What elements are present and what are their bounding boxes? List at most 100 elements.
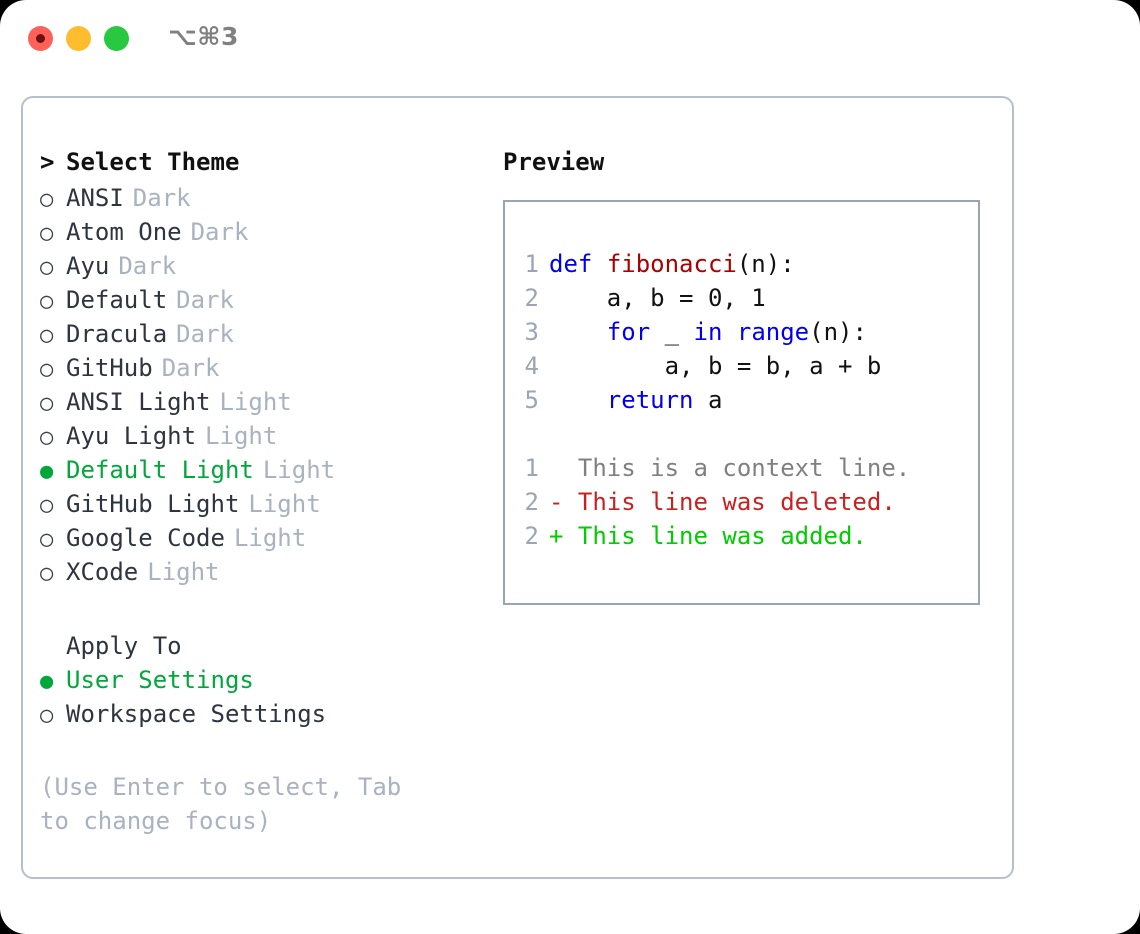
theme-name: ANSI Light — [66, 388, 211, 416]
minimize-button[interactable] — [66, 26, 91, 51]
code-token — [592, 250, 606, 278]
radio-unselected-icon: ○ — [40, 221, 54, 246]
maximize-button[interactable] — [104, 26, 129, 51]
code-token — [549, 386, 607, 414]
code-token: fibonacci — [606, 250, 737, 278]
theme-list-item[interactable]: ○ Atom One Dark — [40, 218, 470, 252]
diff-sample: 1 This is a context line.2- This line wa… — [505, 454, 978, 556]
theme-kind-badge: Dark — [161, 354, 220, 382]
theme-list-item[interactable]: ○ GitHub Dark — [40, 354, 470, 388]
theme-name: Ayu — [66, 252, 110, 280]
theme-name: XCode — [66, 558, 139, 586]
select-theme-label: Select Theme — [66, 148, 240, 176]
theme-name: Atom One — [66, 218, 182, 246]
theme-name: GitHub Light — [66, 490, 240, 518]
hint-text: (Use Enter to select, Tab to change focu… — [40, 773, 402, 835]
apply-to-label: Apply To — [66, 632, 182, 660]
theme-kind-badge: Dark — [190, 218, 249, 246]
theme-kind-badge: Dark — [176, 286, 234, 314]
theme-name: Default — [66, 286, 168, 314]
radio-unselected-icon: ○ — [40, 561, 54, 586]
code-token: (n): — [809, 318, 867, 346]
close-button[interactable] — [28, 26, 53, 51]
code-token: def — [549, 250, 593, 278]
line-number: 4 — [524, 352, 539, 380]
radio-unselected-icon: ○ — [40, 187, 54, 212]
theme-name: GitHub — [66, 354, 153, 382]
select-theme-header: > Select Theme — [40, 148, 470, 182]
diff-line: 1 This is a context line. — [505, 454, 978, 488]
line-number: 2 — [524, 284, 539, 312]
apply-to-option[interactable]: ● User Settings — [40, 666, 470, 700]
theme-list-item[interactable]: ○ Default Dark — [40, 286, 470, 320]
theme-kind-badge: Light — [248, 490, 321, 518]
radio-unselected-icon: ○ — [40, 493, 54, 518]
preview-title: Preview — [503, 148, 605, 176]
code-token: return — [606, 386, 694, 414]
radio-selected-icon: ● — [40, 669, 54, 694]
theme-list-item[interactable]: ○ GitHub Light Light — [40, 490, 470, 524]
radio-selected-icon: ● — [40, 459, 54, 484]
code-token: a — [693, 386, 723, 414]
radio-unselected-icon: ○ — [40, 703, 54, 728]
code-line: 4 a, b = b, a + b — [505, 352, 978, 386]
theme-name: Google Code — [66, 524, 225, 552]
theme-kind-badge: Light — [219, 388, 292, 416]
radio-unselected-icon: ○ — [40, 323, 54, 348]
diff-text: + This line was added. — [549, 522, 867, 550]
code-line: 5 return a — [505, 386, 978, 420]
theme-name: ANSI — [66, 184, 124, 212]
radio-unselected-icon: ○ — [40, 357, 54, 382]
code-token: a, b = b, a + b — [549, 352, 882, 380]
radio-unselected-icon: ○ — [40, 289, 54, 314]
theme-list-item[interactable]: ○ Google Code Light — [40, 524, 470, 558]
theme-kind-badge: Light — [262, 456, 336, 484]
theme-kind-badge: Dark — [176, 320, 234, 348]
line-number: 1 — [524, 454, 539, 482]
code-token — [549, 318, 607, 346]
code-token: in — [693, 318, 723, 346]
code-token — [722, 318, 736, 346]
theme-kind-badge: Dark — [118, 252, 177, 280]
radio-unselected-icon: ○ — [40, 425, 54, 450]
apply-to-option[interactable]: ○ Workspace Settings — [40, 700, 470, 734]
line-number: 1 — [524, 250, 539, 278]
theme-kind-badge: Light — [233, 524, 307, 552]
theme-list-item[interactable]: ○ XCode Light — [40, 558, 470, 592]
title-bar: ⌥⌘3 — [0, 0, 1140, 76]
diff-line: 2 + This line was added. — [505, 522, 978, 556]
line-number: 3 — [524, 318, 539, 346]
theme-list-item[interactable]: ○ Ayu Dark — [40, 252, 470, 286]
diff-text: This is a context line. — [549, 454, 911, 482]
theme-kind-badge: Light — [147, 558, 220, 586]
code-line: 1 def fibonacci(n): — [505, 250, 978, 284]
code-diff-separator — [505, 420, 978, 454]
line-number: 2 — [524, 522, 539, 550]
apply-to-section: Apply To ● User Settings ○ Workspace Settin… — [40, 632, 470, 734]
radio-unselected-icon: ○ — [40, 527, 54, 552]
apply-to-options: ● User Settings ○ Workspace Settings — [40, 666, 470, 734]
apply-to-option-label: User Settings — [66, 666, 254, 694]
code-token: for — [606, 318, 651, 346]
line-number: 2 — [524, 488, 539, 516]
code-token: range — [736, 318, 810, 346]
apply-to-option-label: Workspace Settings — [66, 700, 327, 728]
radio-unselected-icon: ○ — [40, 255, 54, 280]
code-line: 2 a, b = 0, 1 — [505, 284, 978, 318]
diff-text: - This line was deleted. — [549, 488, 896, 516]
code-token: (n): — [736, 250, 795, 278]
keyboard-shortcut-label: ⌥⌘3 — [168, 22, 239, 51]
code-token: a, b = 0, 1 — [549, 284, 766, 312]
